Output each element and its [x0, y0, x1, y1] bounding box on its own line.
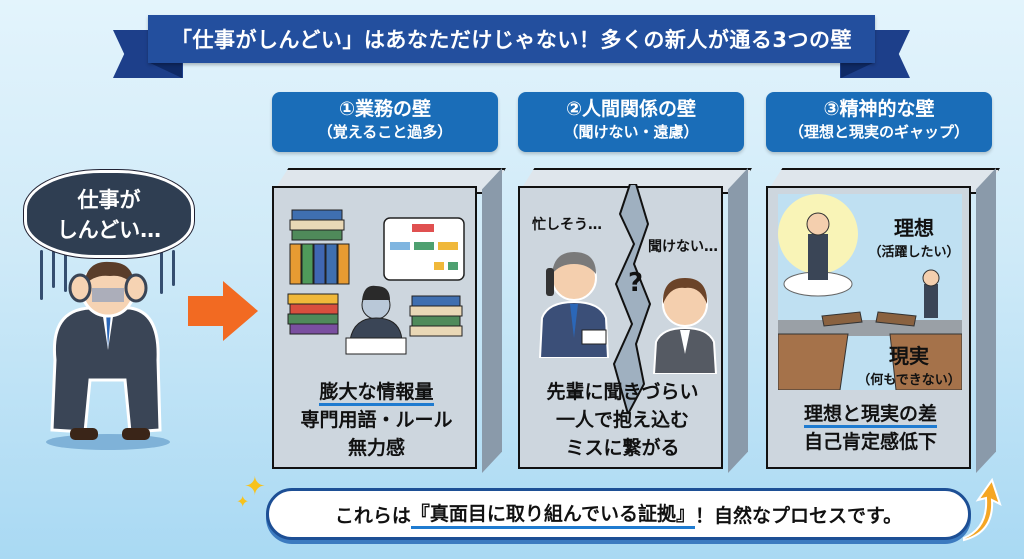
wall-front-face: 理想 （活躍したい） 現実 （何もできない） 理想と現実の差 自己肯定感低下 — [766, 186, 971, 469]
thought-line-1: 仕事が — [77, 188, 141, 212]
banner-highlight: 『真面目に取り組んでいる証拠』 — [410, 499, 695, 529]
wall-side-face — [728, 168, 748, 473]
ideal-sub: （活躍したい） — [868, 245, 960, 260]
wall-side-face — [482, 168, 502, 473]
wall-3-mental: 理想 （活躍したい） 現実 （何もできない） 理想と現実の差 自己肯定感低下 — [766, 168, 1000, 473]
wall-crack-icon — [612, 184, 652, 414]
wall-side-face — [976, 168, 996, 473]
wall-3-captions: 理想と現実の差 自己肯定感低下 — [768, 400, 973, 456]
hesitant-junior-icon — [652, 278, 718, 374]
caption-low-self-esteem: 自己肯定感低下 — [803, 431, 937, 453]
caption-keep-to-self: 一人で抱え込む — [555, 409, 689, 431]
caption-leads-to-mistakes: ミスに繋がる — [565, 437, 680, 459]
banner-suffix: ！自然なプロセスです。 — [694, 504, 903, 527]
ideal-label-group: 理想 （活躍したい） — [864, 212, 964, 260]
wall-1-business: 膨大な情報量 専門用語・ルール 無力感 — [272, 168, 506, 473]
question-mark: ? — [628, 268, 644, 298]
wall-2-subheading: （聞けない・遠慮） — [563, 123, 699, 141]
reality-label: 現実 — [889, 344, 929, 368]
sparkle-icon: ✦ — [236, 492, 250, 511]
caption-hard-to-ask: 先輩に聞きづらい — [546, 381, 699, 403]
wall-1-captions: 膨大な情報量 専門用語・ルール 無力感 — [274, 378, 479, 462]
sparkle-icon: ✦ — [244, 472, 266, 502]
speech-cant-ask: 聞けない… — [648, 239, 718, 255]
upward-curved-arrow-icon — [963, 478, 1002, 542]
ideal-label: 理想 — [894, 216, 934, 240]
gloom-line — [172, 250, 175, 286]
wall-front-face: 膨大な情報量 専門用語・ルール 無力感 — [272, 186, 477, 469]
caption-helplessness: 無力感 — [347, 437, 405, 459]
wall-2-relationships: 忙しそう… 聞けない… ? 先輩に聞きづらい 一人で抱え込む ミスに繋がる — [518, 168, 752, 473]
wall-1-subheading: （覚えること過多） — [317, 123, 453, 141]
ideal-vs-reality-illustration — [778, 194, 962, 390]
thought-cloud: 仕事が しんどい… — [24, 170, 194, 258]
speech-busy: 忙しそう… — [532, 217, 602, 233]
gloom-line — [40, 250, 43, 300]
wall-3-header: ③精神的な壁 （理想と現実のギャップ） — [766, 92, 992, 152]
gloom-line — [64, 250, 67, 292]
wall-1-header: ①業務の壁 （覚えること過多） — [272, 92, 498, 152]
caption-ideal-reality-gap: 理想と現実の差 — [803, 403, 937, 428]
reality-sub: （何もできない） — [857, 373, 961, 388]
wall-front-face: 忙しそう… 聞けない… ? 先輩に聞きづらい 一人で抱え込む ミスに繋がる — [518, 184, 725, 469]
wall-2-header: ②人間関係の壁 （聞けない・遠慮） — [518, 92, 744, 152]
wall-1-heading: ①業務の壁 — [338, 98, 432, 120]
wall-3-heading: ③精神的な壁 — [823, 98, 935, 120]
crouching-businessman-icon — [46, 261, 170, 450]
caption-jargon-rules: 専門用語・ルール — [300, 409, 453, 431]
page-title: 「仕事がしんどい」はあなただけじゃない！多くの新人が通る3つの壁 — [148, 15, 875, 63]
arrow-right-icon — [188, 281, 258, 341]
senior-on-phone-icon — [538, 252, 610, 358]
wall-2-captions: 先輩に聞きづらい 一人で抱え込む ミスに繋がる — [520, 378, 725, 462]
gloom-line — [160, 250, 163, 294]
wall-2-heading: ②人間関係の壁 — [565, 98, 697, 120]
books-and-flowchart-icon — [287, 209, 465, 355]
banner-prefix: これらは — [334, 504, 411, 527]
conclusion-banner: これらは 『真面目に取り組んでいる証拠』 ！自然なプロセスです。 — [266, 488, 971, 540]
thought-line-2: しんどい… — [56, 218, 162, 242]
reality-label-group: 現実 （何もできない） — [854, 340, 964, 388]
wall-3-subheading: （理想と現実のギャップ） — [788, 123, 969, 141]
caption-info-overload: 膨大な情報量 — [319, 381, 434, 406]
gloom-line — [52, 250, 55, 288]
